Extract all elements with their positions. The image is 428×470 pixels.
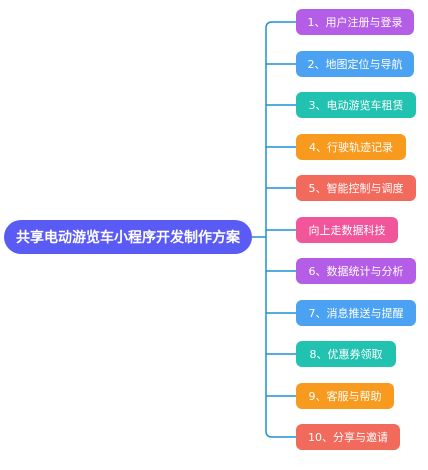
- root-node: 共享电动游览车小程序开发制作方案: [4, 220, 252, 254]
- branch-node-1: 1、用户注册与登录: [296, 9, 414, 35]
- branch-node-8: 8、优惠券领取: [296, 341, 396, 367]
- connector-branch-1: [265, 21, 296, 29]
- branch-node-2: 2、地图定位与导航: [296, 51, 414, 77]
- branch-node-3: 3、电动游览车租赁: [296, 92, 416, 118]
- branch-node-9: 9、客服与帮助: [296, 383, 394, 409]
- branch-node-6: 6、数据统计与分析: [296, 258, 416, 284]
- branch-node-4: 4、行驶轨迹记录: [296, 134, 406, 160]
- branch-node-7: 7、消息推送与提醒: [296, 300, 416, 326]
- branch-node-5: 5、智能控制与调度: [296, 175, 416, 201]
- branch-node-10: 10、分享与邀请: [296, 424, 400, 450]
- branch-node-brand: 向上走数据科技: [296, 217, 398, 243]
- connector-branch-11: [265, 430, 296, 438]
